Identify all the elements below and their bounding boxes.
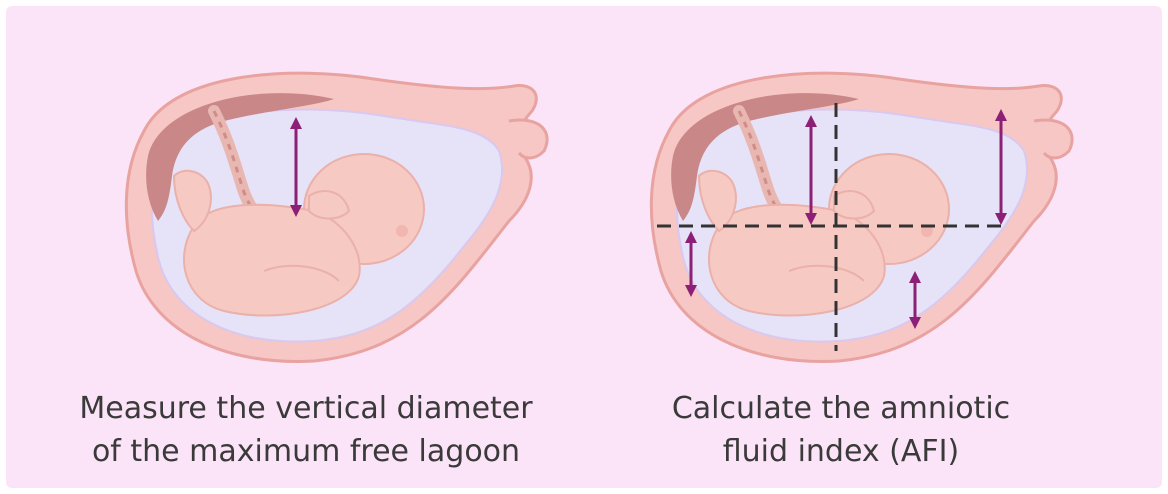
caption-afi: Calculate the amniotic fluid index (AFI): [571, 387, 1111, 473]
caption-left-line2: of the maximum free lagoon: [36, 430, 576, 473]
caption-single-pocket: Measure the vertical diameter of the max…: [36, 387, 576, 473]
caption-right-line1: Calculate the amniotic: [571, 387, 1111, 430]
uterus-illustration-single-pocket: [114, 61, 554, 366]
caption-left-line1: Measure the vertical diameter: [36, 387, 576, 430]
caption-right-line2: fluid index (AFI): [571, 430, 1111, 473]
diagram-panel: Measure the vertical diameter of the max…: [6, 6, 1162, 488]
uterus-illustration-afi: [639, 61, 1079, 366]
